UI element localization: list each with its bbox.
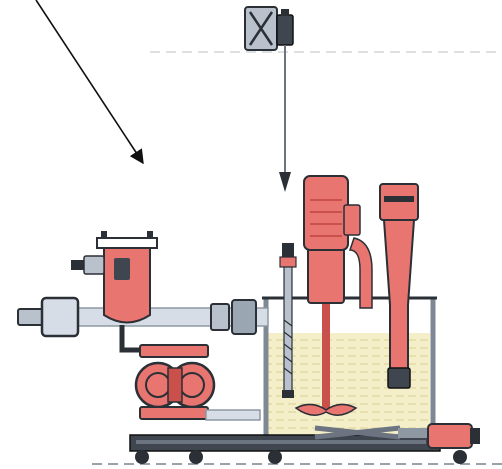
bottom-agitator — [314, 423, 480, 449]
pump-top-manifold — [139, 344, 209, 358]
pump — [134, 344, 261, 421]
strainer — [71, 231, 158, 353]
bottom-agitator-motor — [427, 423, 473, 449]
wheel-1 — [135, 450, 149, 464]
base-rail-stripe — [136, 440, 426, 444]
hoist-hook-arrow — [279, 172, 291, 192]
agitator-gearbox — [307, 244, 345, 304]
mixer-head-cap — [384, 196, 414, 202]
wheel-4 — [453, 450, 467, 464]
agitator-impeller — [294, 403, 358, 416]
strainer-bolt-left — [101, 231, 107, 239]
motor-terminal-box — [343, 204, 361, 236]
strainer-valve — [71, 260, 85, 270]
bottom-agitator-cap — [470, 428, 480, 444]
inlet-coupling — [17, 308, 45, 326]
hoist-drum — [276, 14, 294, 46]
motor-fins — [310, 199, 342, 237]
strainer-lid — [96, 237, 158, 249]
pointer-arrow — [35, 0, 144, 165]
probe-rod — [283, 266, 293, 396]
wheel-3 — [268, 450, 282, 464]
mixer-arm — [348, 237, 373, 309]
hoist — [244, 6, 294, 192]
level-probe — [279, 243, 297, 398]
probe-screw — [283, 319, 293, 375]
wheel-2 — [189, 450, 203, 464]
agitator — [294, 175, 361, 416]
pump-discharge — [205, 409, 261, 421]
strainer-bolt-right — [147, 231, 153, 239]
bottom-agitator-blades — [314, 425, 401, 440]
probe-tip — [282, 390, 294, 398]
mixer — [348, 183, 419, 389]
pump-center-block — [167, 367, 183, 403]
probe-collar — [279, 256, 297, 268]
pump-bottom-manifold — [139, 406, 209, 420]
hoist-cap — [281, 9, 289, 16]
strainer-valve-body — [83, 255, 105, 275]
pipe-fitting-left — [210, 303, 230, 331]
bottom-agitator-shaft — [398, 428, 432, 438]
probe-head — [282, 243, 294, 257]
mixer-tip — [387, 367, 411, 389]
hoist-x-mark — [248, 11, 274, 46]
pipe-fitting-right — [231, 299, 257, 335]
strainer-gauge — [114, 258, 130, 280]
agitator-shaft — [322, 298, 330, 410]
base-cart — [129, 434, 467, 464]
inlet-flange — [40, 296, 80, 338]
